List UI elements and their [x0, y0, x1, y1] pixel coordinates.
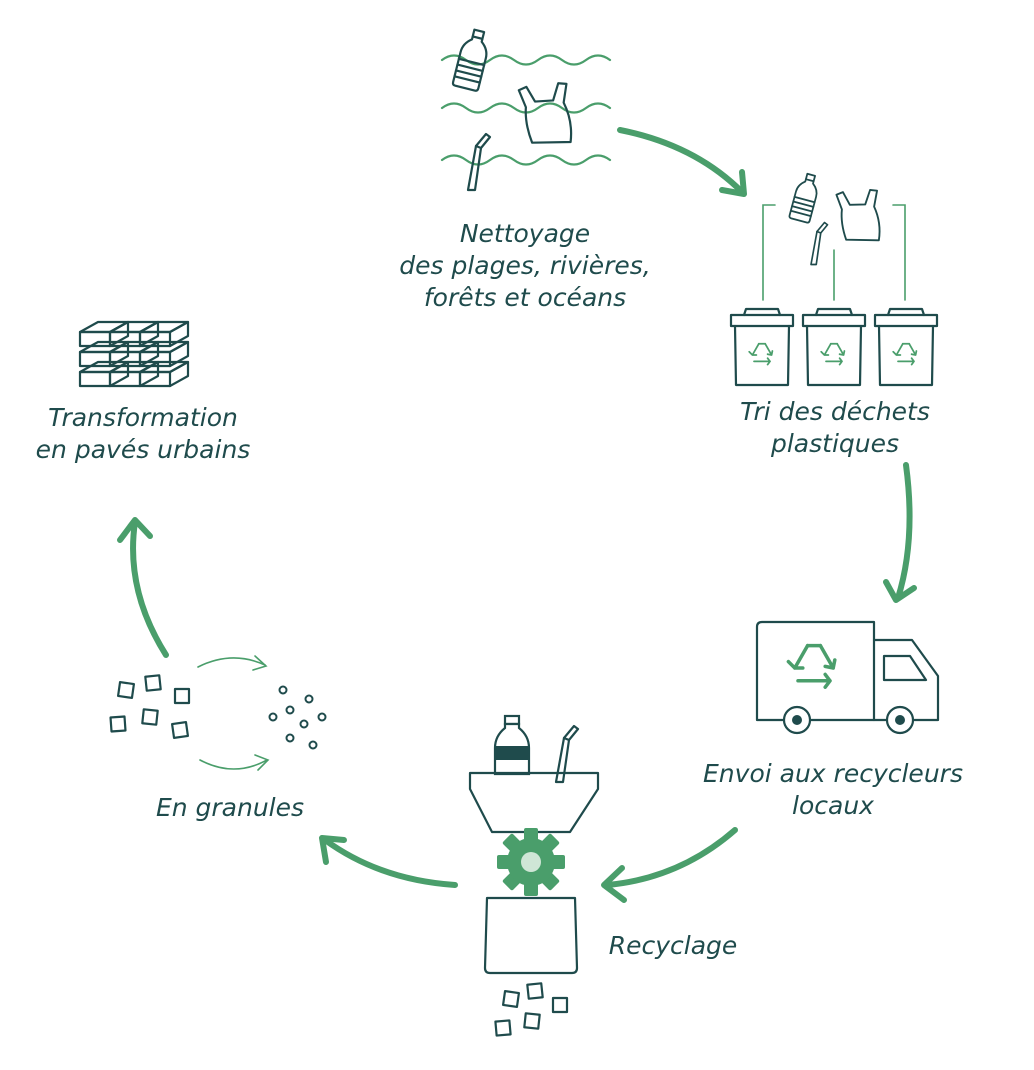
label-line: forêts et océans — [423, 283, 627, 312]
arrow-granules-to-pavers — [117, 517, 169, 658]
label-line: Recyclage — [608, 931, 738, 960]
label-line: Nettoyage — [459, 219, 591, 248]
arrow-cleanup-to-sorting — [617, 127, 747, 197]
shredder-machine-icon — [468, 714, 600, 1037]
label-line: en pavés urbains — [35, 435, 251, 464]
step-label-cleanup: Nettoyage des plages, rivières, forêts e… — [380, 218, 670, 314]
sorting-bins-icon — [731, 171, 937, 385]
recycling-truck-icon — [755, 620, 940, 735]
arrow-sorting-to-transport — [883, 462, 917, 603]
step-label-recycling: Recyclage — [598, 930, 748, 962]
label-line: Tri des déchets — [740, 397, 930, 426]
step-label-pavers: Transformation en pavés urbains — [16, 402, 270, 466]
step-label-sorting: Tri des déchets plastiques — [710, 396, 960, 460]
label-line: En granules — [155, 793, 305, 822]
floating-waste-icon — [440, 26, 612, 192]
gear-icon — [497, 828, 565, 896]
step-label-granules: En granules — [140, 792, 320, 824]
arrow-transport-to-recycling — [601, 827, 738, 903]
label-line: locaux — [792, 791, 874, 820]
granules-icon — [109, 655, 327, 771]
paving-stones-icon — [78, 320, 190, 388]
label-line: des plages, rivières, — [399, 251, 651, 280]
label-line: Envoi aux recycleurs — [703, 759, 963, 788]
step-label-transport: Envoi aux recycleurs locaux — [680, 758, 986, 822]
label-line: plastiques — [770, 429, 900, 458]
arrow-recycling-to-granules — [319, 835, 458, 888]
label-line: Transformation — [48, 403, 238, 432]
